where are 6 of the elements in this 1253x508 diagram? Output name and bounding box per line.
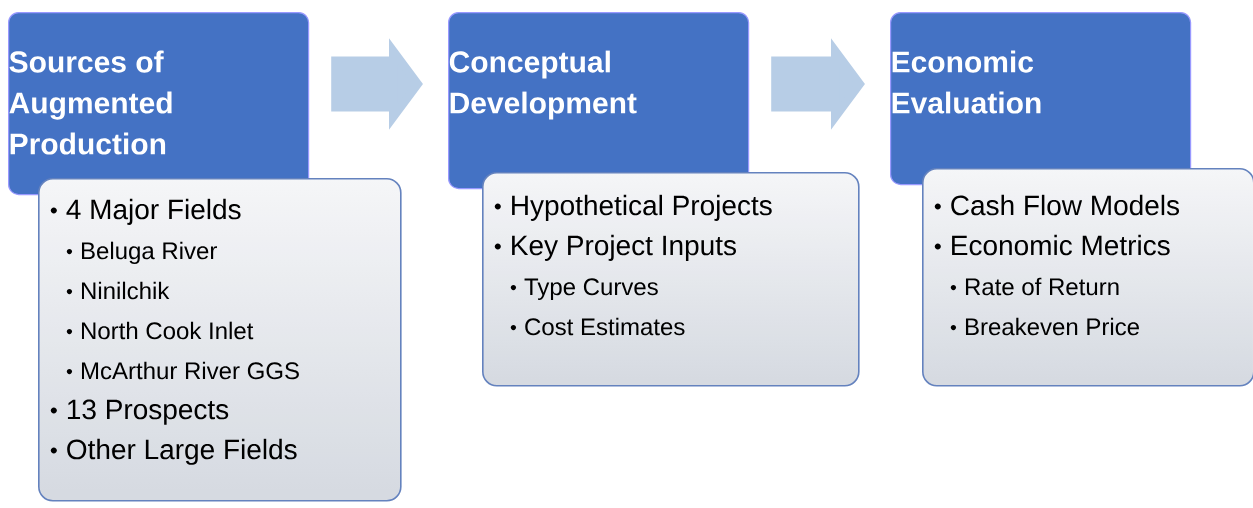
heading-box: Sources of Augmented Production	[8, 12, 310, 196]
heading-box: Conceptual Development	[448, 12, 750, 190]
list-box: Hypothetical Projects Key Project Inputs Type Curves Cost Estimates	[482, 172, 860, 387]
list-box: Cash Flow Models Economic Metrics Rate of Return Breakeven Price	[922, 168, 1253, 387]
list-box: 4 Major Fields Beluga River Ninilchik North Cook Inlet McArthur River GGS 13 Prospects Other Large Fields	[38, 178, 402, 502]
heading-box: Economic Evaluation	[890, 12, 1192, 186]
